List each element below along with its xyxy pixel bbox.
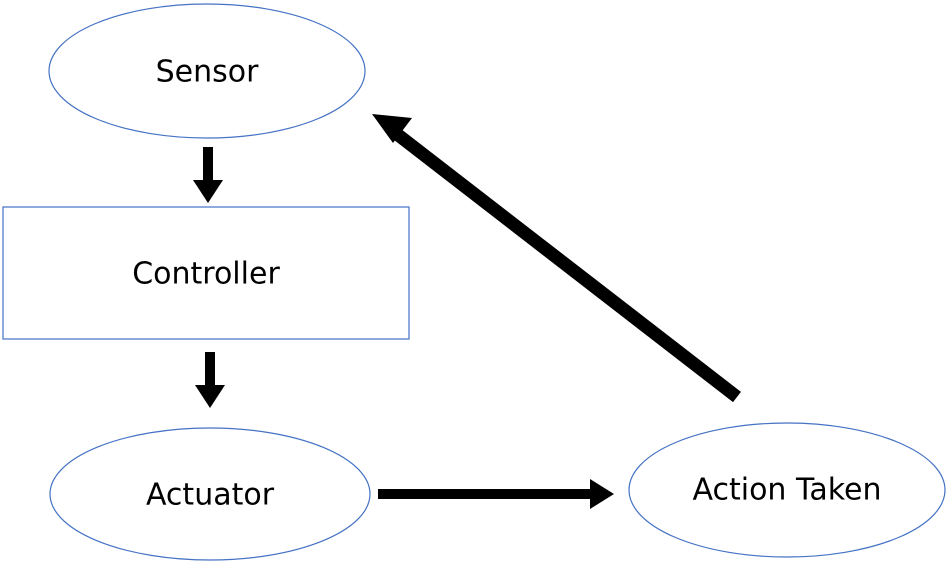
- controller-label: Controller: [132, 257, 280, 292]
- controller-node: Controller: [2, 206, 410, 340]
- sensor-node: Sensor: [48, 3, 366, 139]
- arrow-sensor-to-controller: [193, 147, 223, 203]
- arrow-head: [372, 114, 412, 143]
- arrow-head: [193, 180, 223, 203]
- arrow-shaft: [389, 125, 741, 403]
- actuator-label: Actuator: [146, 478, 275, 513]
- arrow-actuator-to-action-taken: [378, 479, 614, 509]
- arrow-head: [590, 479, 614, 509]
- arrow-action-taken-to-sensor: [372, 114, 741, 403]
- action-taken-label: Action Taken: [692, 473, 881, 508]
- actuator-node: Actuator: [49, 427, 371, 561]
- arrow-controller-to-actuator: [195, 352, 225, 408]
- sensor-ellipse: [48, 3, 366, 139]
- arrow-head: [195, 385, 225, 408]
- action-taken-node: Action Taken: [628, 422, 946, 558]
- controller-box: [2, 206, 410, 340]
- action-taken-ellipse: [628, 422, 946, 558]
- sensor-label: Sensor: [156, 55, 259, 90]
- actuator-ellipse: [49, 427, 371, 561]
